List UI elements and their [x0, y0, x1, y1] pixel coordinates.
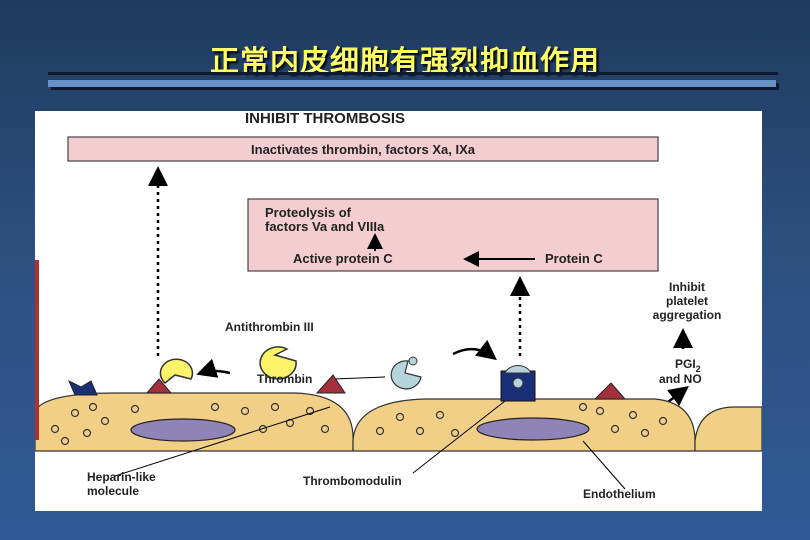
- antithrombin-label: Antithrombin III: [225, 320, 314, 334]
- inhibit-line3: aggregation: [653, 308, 722, 322]
- cell-granules: [50, 402, 668, 446]
- nucleus-middle: [476, 417, 590, 441]
- inhibit-line1: Inhibit: [669, 280, 705, 294]
- thrombin-label: Thrombin: [257, 372, 312, 386]
- bound-antithrombin-shape: [159, 358, 194, 384]
- thrombomodulin-label: Thrombomodulin: [303, 474, 402, 488]
- endothelial-cell-right: [694, 406, 763, 452]
- thrombomodulin-leader: [412, 400, 506, 474]
- heparin-leader: [114, 406, 331, 477]
- bound-thrombin-shape: [504, 365, 532, 374]
- heparin-label-line1: Heparin-like: [87, 470, 156, 484]
- diagram-figure: INHIBIT THROMBOSIS Inactivates thrombin,…: [34, 110, 763, 511]
- thrombin-knob: [408, 356, 418, 366]
- heparin-receptor-1: [145, 378, 173, 394]
- heparin-receptor-3: [593, 382, 627, 400]
- pgi2-text: PGI: [675, 357, 696, 371]
- and-no-label: and NO: [659, 372, 702, 386]
- pgi2-label: PGI2: [675, 357, 701, 374]
- endothelium-label: Endothelium: [583, 487, 656, 501]
- inactivates-box: [67, 136, 659, 162]
- thrombin-leader: [332, 376, 386, 380]
- pgi2-subscript: 2: [696, 364, 701, 374]
- title-rule: [48, 80, 776, 87]
- thrombosis-diagram: INHIBIT THROMBOSIS Inactivates thrombin,…: [34, 110, 763, 501]
- heparin-label-line2: molecule: [87, 484, 139, 498]
- inactivates-text: Inactivates thrombin, factors Xa, IXa: [251, 142, 476, 157]
- nucleus-left: [130, 418, 236, 442]
- diagram-heading: INHIBIT THROMBOSIS: [245, 111, 405, 127]
- antithrombin-binding-arrow: [196, 358, 231, 378]
- proteolysis-line1: Proteolysis of: [265, 205, 352, 220]
- proteolysis-line2: factors Va and VIIIa: [265, 219, 385, 234]
- thrombin-to-thrombomodulin-arrow: [452, 339, 497, 361]
- bound-thrombin-knob: [512, 377, 524, 389]
- figure-edge-strip: [35, 260, 39, 440]
- inhibit-line2: platelet: [666, 294, 708, 308]
- protein-c-label: Protein C: [545, 251, 603, 266]
- thrombin-shape: [390, 360, 422, 390]
- heparin-receptor-2: [315, 374, 346, 394]
- endothelium-leader: [582, 440, 626, 490]
- active-protein-c-label: Active protein C: [293, 251, 393, 266]
- heparin-like-molecule: [68, 379, 98, 396]
- free-antithrombin-shape: [259, 346, 297, 380]
- title-rule-shadow: [48, 72, 778, 75]
- proteolysis-box: [247, 198, 659, 272]
